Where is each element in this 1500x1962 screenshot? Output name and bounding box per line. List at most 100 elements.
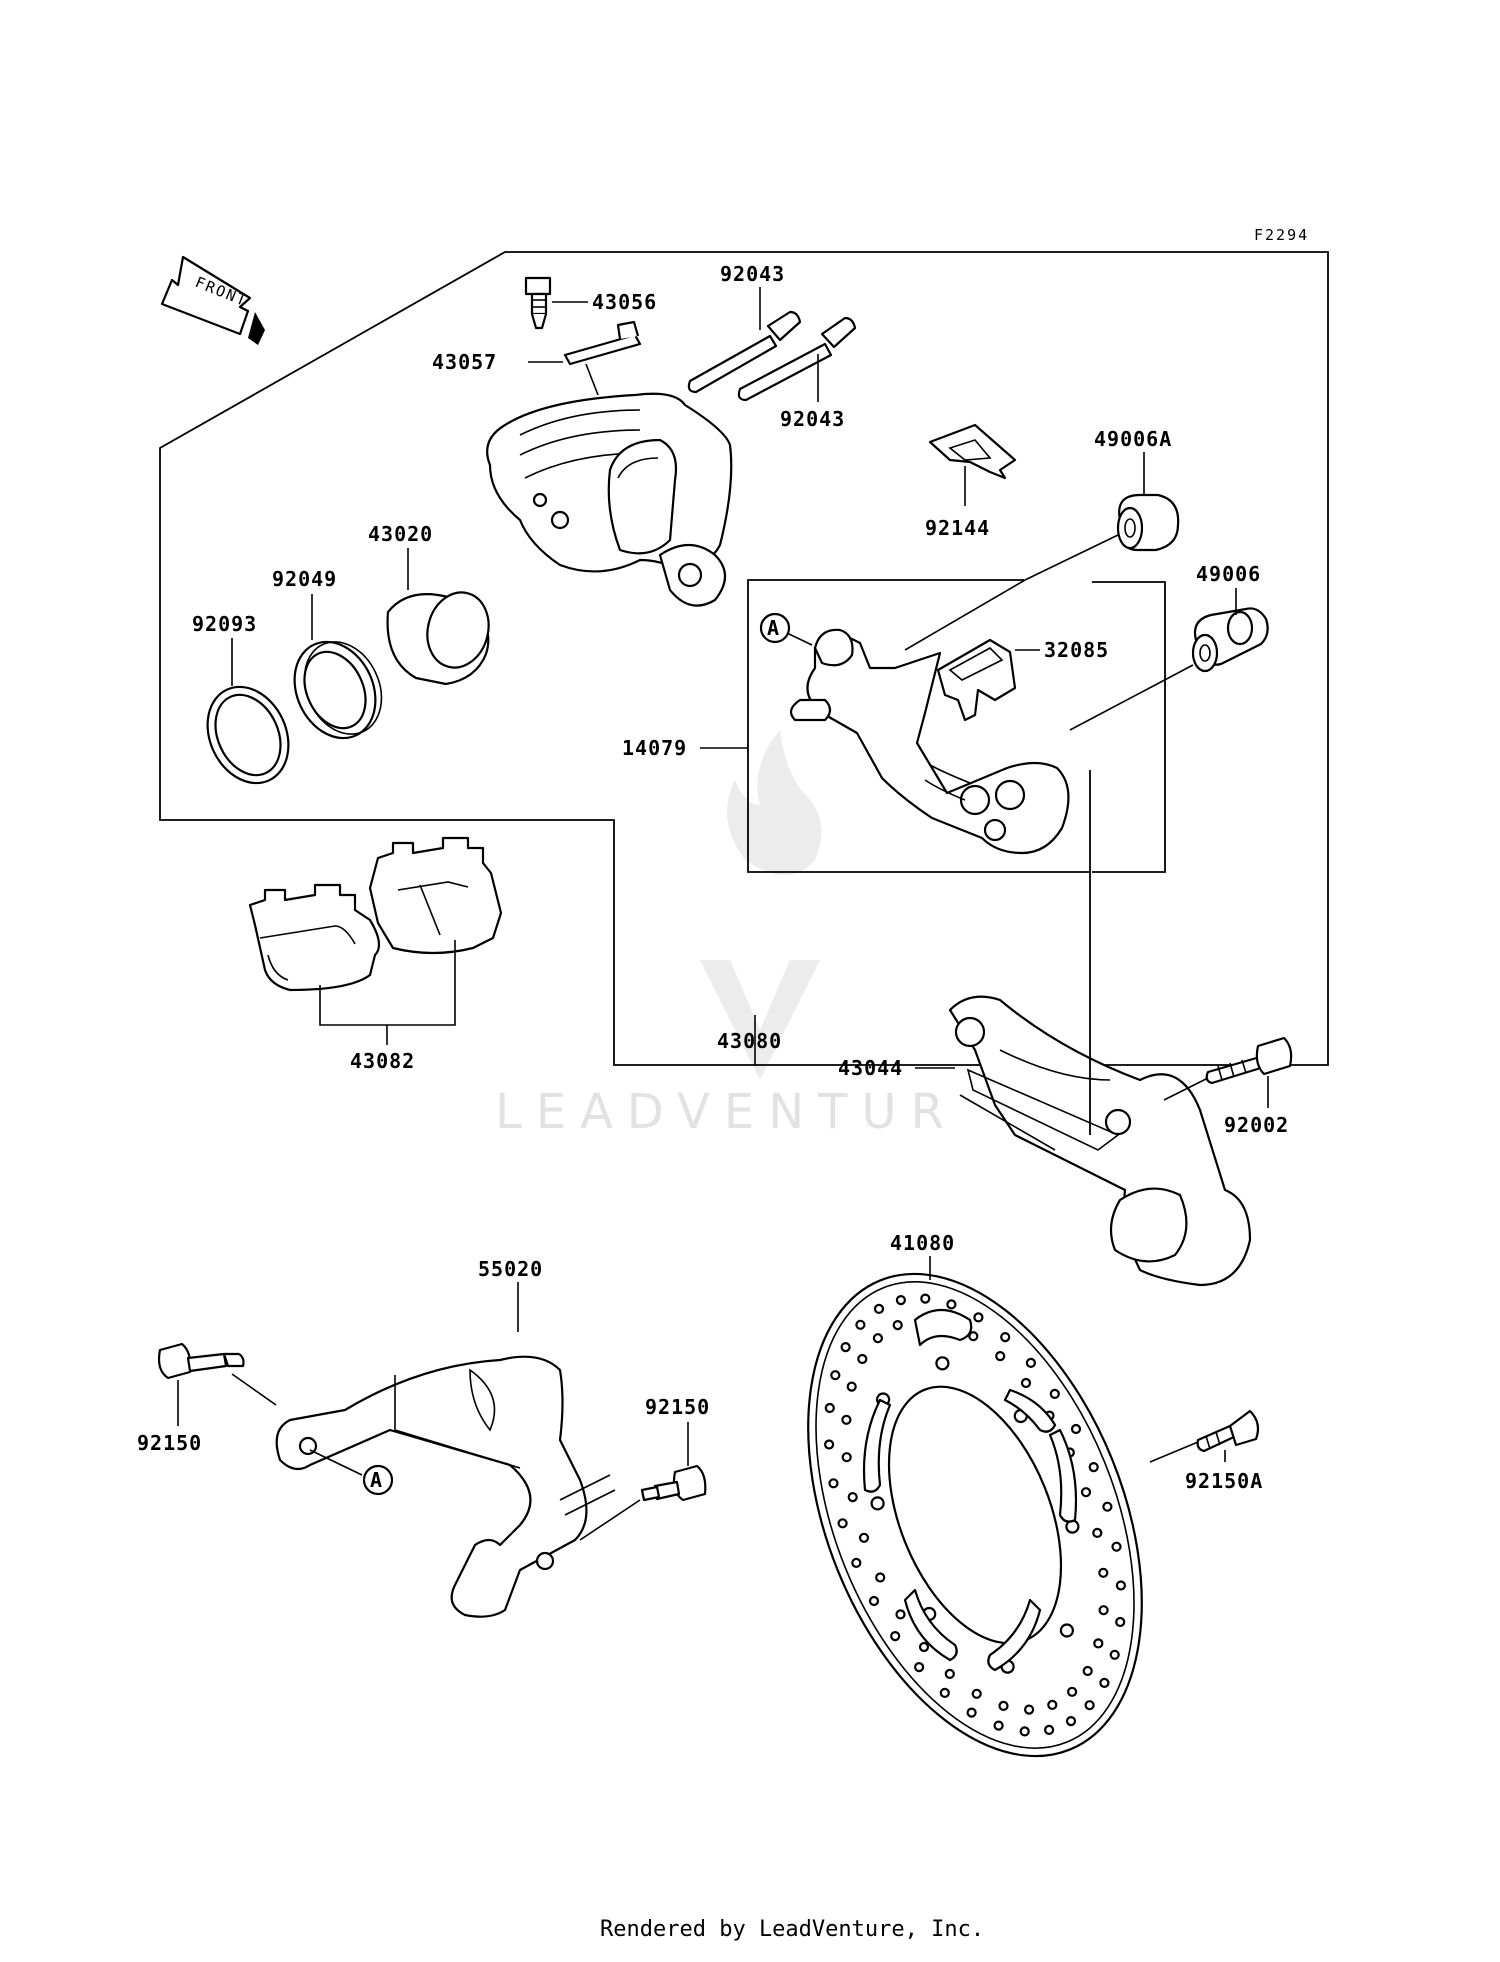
part-label-55020: 55020 [478,1257,543,1281]
bracket-frame-right [1092,581,1166,873]
disc-hole [1098,1567,1109,1578]
disc-hole [1047,1699,1058,1711]
brake-disc [807,1272,1143,1758]
part-label-92043-bottom: 92043 [780,407,845,431]
disc-hole [824,1402,835,1414]
disc-hole [855,1319,866,1330]
disc-hole [1082,1665,1093,1677]
disc-hole [1111,1541,1122,1552]
disc-hole [971,1688,982,1699]
disc-hole [1093,1638,1104,1649]
part-label-43082: 43082 [350,1049,415,1073]
part-label-92043-top: 92043 [720,262,785,286]
part-label-49006: 49006 [1196,562,1261,586]
watermark: LEADVENTUR [495,730,958,1140]
disc-hole [995,1350,1006,1362]
part-label-43056: 43056 [592,290,657,314]
disc-hole [1020,1377,1032,1389]
part-label-92049: 92049 [272,567,337,591]
disc-hole [1088,1461,1099,1473]
guard-bolt-left [157,1342,245,1380]
watermark-text: LEADVENTUR [495,1084,958,1140]
disc-hole [895,1609,906,1620]
figure-code: F2294 [1254,226,1309,244]
disc-hole [895,1294,907,1306]
disc-hole [1102,1501,1113,1512]
pin-bolt-1 [687,310,802,394]
disc-hole [1109,1649,1120,1660]
disc-hole [875,1572,886,1583]
part-label-92144: 92144 [925,516,990,540]
disc-hole [1019,1726,1030,1737]
caliper-guard [275,1355,616,1618]
guard-bolt-right [640,1464,707,1502]
disc-hole [998,1700,1009,1712]
bracket-shim [936,638,1017,722]
disc-hole [946,1299,957,1310]
piston-seal [293,640,383,740]
disc-hole [1065,1715,1077,1727]
part-label-14079: 14079 [622,736,687,760]
disc-hole [1066,1686,1078,1697]
part-label-43080: 43080 [717,1029,782,1053]
disc-hole [1084,1700,1095,1711]
disc-hole [837,1518,848,1529]
disc-hole [873,1303,885,1315]
brake-pad-rear [368,836,503,955]
disc-hole [823,1439,835,1450]
disc-hole [1043,1724,1055,1736]
part-label-49006A: 49006A [1094,427,1172,451]
front-arrow-icon: FRONT [160,255,265,345]
disc-hole [973,1312,984,1323]
bleed-cap [563,320,642,366]
disc-hole [1049,1388,1060,1400]
bracket-subassembly-frame [747,579,1090,873]
disc-hole [1115,1580,1127,1591]
brake-pad-front [248,883,381,992]
disc-hole [870,1496,885,1511]
disc-hole [858,1532,870,1543]
disc-hole [841,1414,852,1425]
disc-hole [939,1687,950,1699]
caliper-mount-bracket [948,995,1252,1287]
disc-hole [1025,1357,1037,1369]
part-label-43057: 43057 [432,350,497,374]
bleed-valve [524,276,552,330]
dust-seal [206,685,290,785]
disc-hole [920,1293,931,1304]
disc-hole [913,1661,925,1673]
disc-hole [857,1353,868,1365]
disc-hole [944,1668,955,1680]
disc-hole [1000,1331,1011,1343]
caliper-body [486,392,733,607]
caliper-assembly-frame [159,251,1329,1066]
disc-hole [872,1333,884,1344]
disc-hole [935,1356,950,1371]
part-label-43044: 43044 [838,1056,903,1080]
pin-boot [1191,607,1269,673]
disc-hole [828,1478,839,1489]
disc-hole [868,1595,880,1607]
disc-hole [840,1341,851,1353]
disc-hole [968,1331,979,1342]
disc-hole [830,1370,841,1381]
disc-hole [1099,1677,1110,1689]
disc-hole [966,1707,977,1718]
footer-text: Rendered by LeadVenture, Inc. [600,1917,984,1942]
part-label-92093: 92093 [192,612,257,636]
part-label-92150-left: 92150 [137,1431,202,1455]
disc-hole [1070,1423,1082,1435]
pad-spring [928,423,1017,480]
part-label-43020: 43020 [368,522,433,546]
pin-bolt-2 [737,316,857,402]
caliper-bracket [789,628,1070,855]
reference-marker-top: A [767,616,780,640]
part-label-92150A: 92150A [1185,1469,1263,1493]
disc-bolt [1196,1409,1260,1453]
disc-hole [1080,1487,1092,1498]
disc-hole [851,1557,862,1569]
part-label-41080: 41080 [890,1231,955,1255]
mount-bolt [1205,1036,1293,1085]
part-label-32085: 32085 [1044,638,1109,662]
